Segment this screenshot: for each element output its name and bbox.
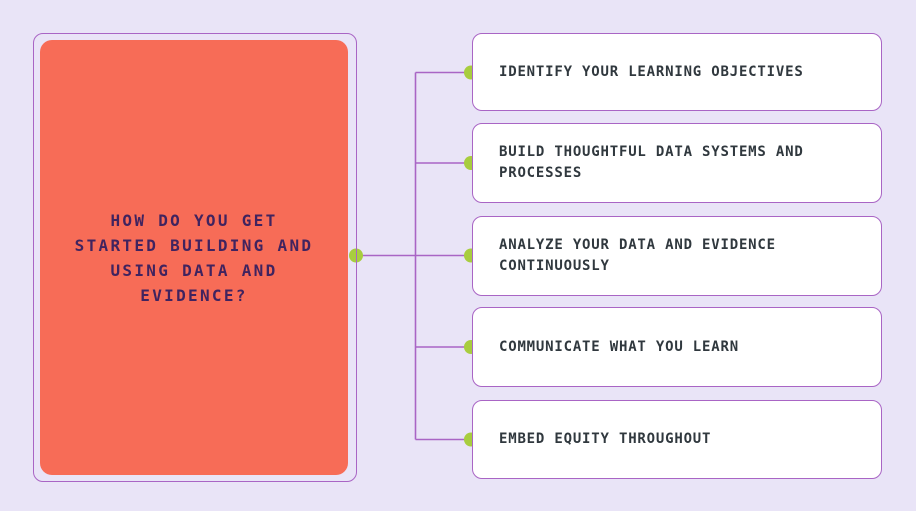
branch-node-build-data-systems[interactable]: BUILD THOUGHTFUL DATA SYSTEMS AND PROCES… — [472, 123, 882, 203]
branch-node-identify-objectives[interactable]: IDENTIFY YOUR LEARNING OBJECTIVES — [472, 33, 882, 111]
branch-node-label: BUILD THOUGHTFUL DATA SYSTEMS AND PROCES… — [499, 144, 804, 181]
branch-node-label: COMMUNICATE WHAT YOU LEARN — [499, 338, 739, 355]
root-node-label: HOW DO YOU GET STARTED BUILDING AND USIN… — [74, 210, 314, 305]
bottom-edge-strip — [0, 511, 916, 515]
branch-node-label: IDENTIFY YOUR LEARNING OBJECTIVES — [499, 63, 804, 80]
root-node-outline — [33, 33, 357, 482]
branch-node-communicate-learning[interactable]: COMMUNICATE WHAT YOU LEARN — [472, 307, 882, 387]
branch-node-analyze-data[interactable]: ANALYZE YOUR DATA AND EVIDENCE CONTINUOU… — [472, 216, 882, 296]
branch-node-embed-equity[interactable]: EMBED EQUITY THROUGHOUT — [472, 400, 882, 479]
branch-node-label: ANALYZE YOUR DATA AND EVIDENCE CONTINUOU… — [499, 237, 776, 274]
root-node[interactable]: HOW DO YOU GET STARTED BUILDING AND USIN… — [40, 40, 348, 475]
branch-node-label: EMBED EQUITY THROUGHOUT — [499, 431, 712, 447]
